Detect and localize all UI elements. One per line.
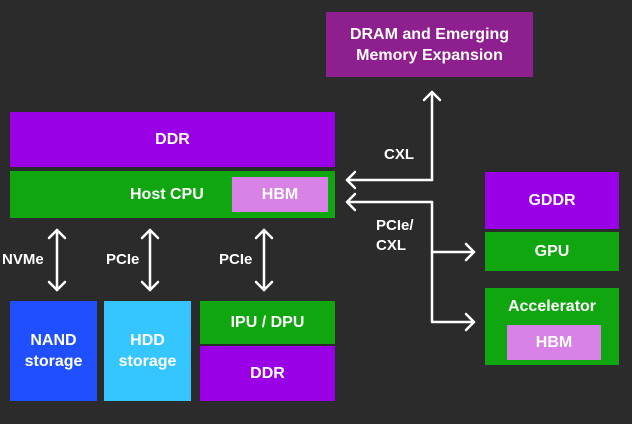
arrowhead-cxl-cpu (345, 170, 357, 190)
pcie-label-dpu: PCIe (219, 251, 253, 268)
nand-storage-box: NAND storage (10, 301, 97, 401)
hdd-storage-box: HDD storage (104, 301, 191, 401)
gddr-box: GDDR (485, 172, 619, 229)
host-cpu-label: Host CPU (130, 186, 204, 203)
ddr-bottom-box: DDR (200, 346, 335, 401)
arrow-pcie-down (430, 200, 476, 324)
ddr-top-box: DDR (10, 112, 335, 167)
double-arrow-pcie-dpu (254, 228, 274, 292)
ipu-dpu-box: IPU / DPU (200, 301, 335, 344)
pcie-label-hdd: PCIe (106, 251, 140, 268)
arrowhead-accelerator (464, 312, 476, 332)
double-arrow-nvme (47, 228, 67, 292)
arrowhead-cxl-up (422, 90, 442, 102)
nvme-label: NVMe (2, 251, 44, 268)
cxl-label: CXL (384, 146, 414, 163)
hbm-cpu-box: HBM (232, 177, 328, 212)
pcie-cxl-label: PCIe/ CXL (376, 217, 414, 254)
arrowhead-gpu (464, 242, 476, 262)
double-arrow-pcie-hdd (140, 228, 160, 292)
gpu-box: GPU (485, 232, 619, 271)
hbm-accelerator-box: HBM (507, 325, 601, 360)
dram-expansion-box: DRAM and Emerging Memory Expansion (326, 12, 533, 77)
arrowhead-pcie-cpu (345, 192, 357, 212)
